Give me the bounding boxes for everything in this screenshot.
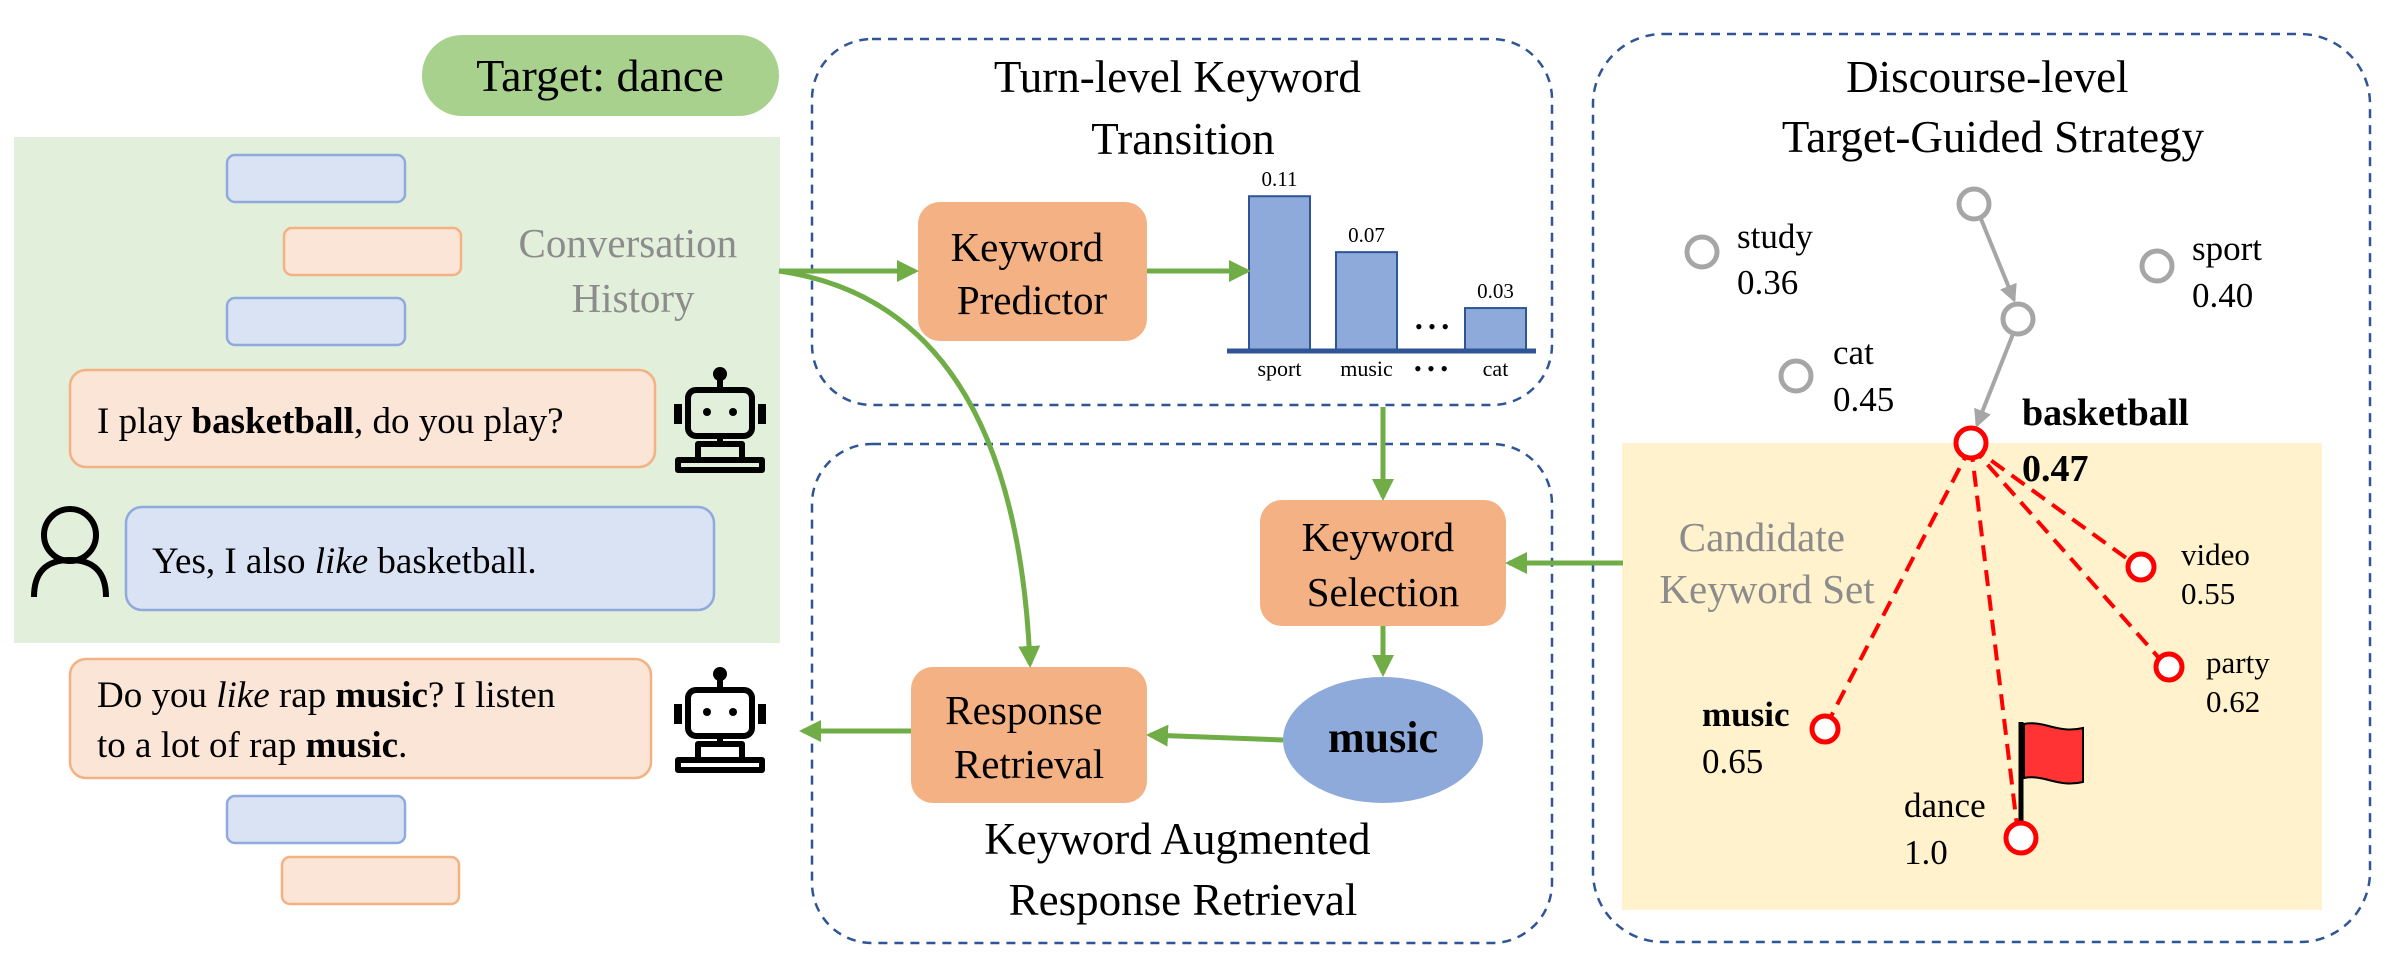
keyword-node-gray (1684, 234, 1720, 270)
response-retrieval-panel (810, 442, 1554, 945)
target-label: Target: dance (476, 50, 724, 101)
user-utterance-text: Yes, I also like basketball. (152, 541, 537, 582)
walk-edge (1979, 218, 2017, 303)
flow-arrow-history-to-retrieval (778, 268, 1041, 668)
discourse-level-panel (1591, 32, 2372, 944)
keyword-node-current (1953, 425, 1989, 461)
keyword-label-dance: dance 1.0 (1904, 786, 1994, 872)
keyword-label-sport: sport 0.40 (2192, 229, 2271, 315)
candidate-edge (1969, 444, 2142, 570)
keyword-label-study: study 0.36 (1737, 217, 1822, 302)
candidate-keyword-region (1622, 443, 2322, 910)
history-placeholder-user-2 (225, 296, 407, 347)
keyword-node-gray (1778, 358, 1814, 394)
history-placeholder-bot-1 (282, 226, 463, 277)
chart-bar (1464, 307, 1527, 351)
response-utterance-text: Do you like rap music? I listen to a lot… (97, 675, 565, 766)
keyword-label-video: video 0.55 (2181, 537, 2258, 611)
user-utterance-bubble (124, 505, 716, 612)
selected-keyword-label: music (1328, 713, 1438, 762)
keyword-selection-box (1260, 500, 1506, 626)
turn-level-title: Turn-level Keyword Transition (994, 52, 1372, 164)
chart-bar (1248, 195, 1311, 351)
chart-ellipsis: • • • (1415, 314, 1449, 339)
chart-value-label: 0.11 (1262, 167, 1298, 191)
keyword-node-gray (1956, 186, 1992, 222)
robot-icon (674, 667, 766, 773)
candidate-keyword-set-label: Candidate Keyword Set (1659, 514, 1875, 612)
walk-edge (1974, 333, 2015, 428)
target-pill (422, 35, 779, 116)
flag-icon (2018, 722, 2084, 836)
history-placeholder-user-1 (225, 153, 407, 204)
keyword-selection-label: Keyword Selection (1302, 514, 1465, 615)
conversation-history-label: Conversation History (519, 220, 748, 321)
response-retrieval-label: Response Retrieval (945, 687, 1112, 787)
candidate-edge (1969, 445, 2020, 835)
chart-category-label: cat (1483, 356, 1509, 381)
keyword-predictor-label: Keyword Predictor (951, 224, 1114, 323)
keyword-label-cat: cat 0.45 (1833, 333, 1894, 419)
response-retrieval-title: Keyword Augmented Response Retrieval (984, 814, 1381, 925)
robot-icon (674, 367, 766, 473)
keyword-distribution-chart: 0.11 sport 0.07 music 0.03 cat • • • • • • (1227, 167, 1536, 381)
turn-level-panel (810, 37, 1554, 407)
keyword-predictor-box (918, 202, 1147, 341)
keyword-label-basketball: basketball 0.47 (2022, 392, 2198, 490)
response-retrieval-box (911, 667, 1147, 803)
candidate-edge (1823, 445, 1973, 729)
history-placeholder-bot-2 (280, 855, 461, 906)
flow-arrow-keyword-to-retrieval (1146, 724, 1284, 747)
chart-category-label: sport (1258, 356, 1302, 381)
bot-utterance-text: I play basketball, do you play? (97, 401, 564, 442)
bot-utterance-bubble (68, 368, 657, 469)
keyword-node-candidate (2153, 651, 2185, 683)
discourse-level-title: Discourse-level Target-Guided Strategy (1782, 52, 2205, 162)
chart-value-label: 0.03 (1477, 279, 1514, 303)
chart-ellipsis: • • • (1414, 356, 1448, 381)
keyword-label-music: music 0.65 (1702, 695, 1798, 781)
keyword-node-candidate (1809, 713, 1841, 745)
user-icon (31, 506, 109, 598)
chart-bar (1335, 251, 1398, 351)
keyword-node-candidate (2125, 551, 2157, 583)
response-utterance-bubble (68, 657, 653, 780)
keyword-label-party: party 0.62 (2206, 645, 2277, 719)
chart-value-label: 0.07 (1348, 223, 1385, 247)
history-placeholder-user-3 (225, 794, 407, 845)
selected-keyword-ellipse (1283, 677, 1483, 803)
keyword-node-gray (2139, 248, 2175, 284)
keyword-node-gray (2000, 301, 2036, 337)
keyword-node-target (2003, 820, 2039, 856)
chart-category-label: music (1340, 356, 1393, 381)
